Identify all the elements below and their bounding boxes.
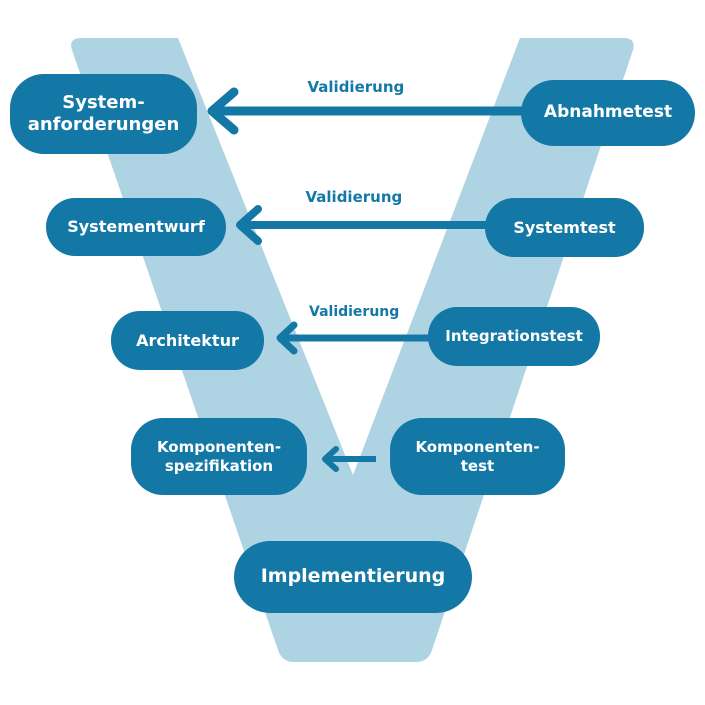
node-systemtest: Systemtest — [485, 198, 644, 257]
node-abnahmetest: Abnahmetest — [521, 80, 695, 146]
arrow-label-validierung-1: Validierung — [307, 78, 405, 96]
arrow-integrationstest-to-architektur — [276, 321, 429, 355]
node-komponententest: Komponenten- test — [390, 418, 565, 495]
v-shape — [71, 38, 634, 662]
node-systemanforderungen: System- anforderungen — [10, 74, 197, 154]
arrow-label-validierung-3: Validierung — [309, 304, 400, 320]
arrow-komponententest-to-komponentenspezifikation — [322, 446, 376, 472]
node-architektur: Architektur — [111, 311, 264, 370]
node-systementwurf: Systementwurf — [46, 198, 226, 256]
arrow-abnahmetest-to-systemanforderungen — [207, 87, 523, 135]
arrow-label-validierung-2: Validierung — [305, 188, 403, 206]
arrow-systemtest-to-systementwurf — [236, 205, 486, 245]
node-komponentenspezifikation: Komponenten- spezifikation — [131, 418, 307, 495]
node-implementierung: Implementierung — [234, 541, 472, 613]
node-integrationstest: Integrationstest — [428, 307, 600, 366]
